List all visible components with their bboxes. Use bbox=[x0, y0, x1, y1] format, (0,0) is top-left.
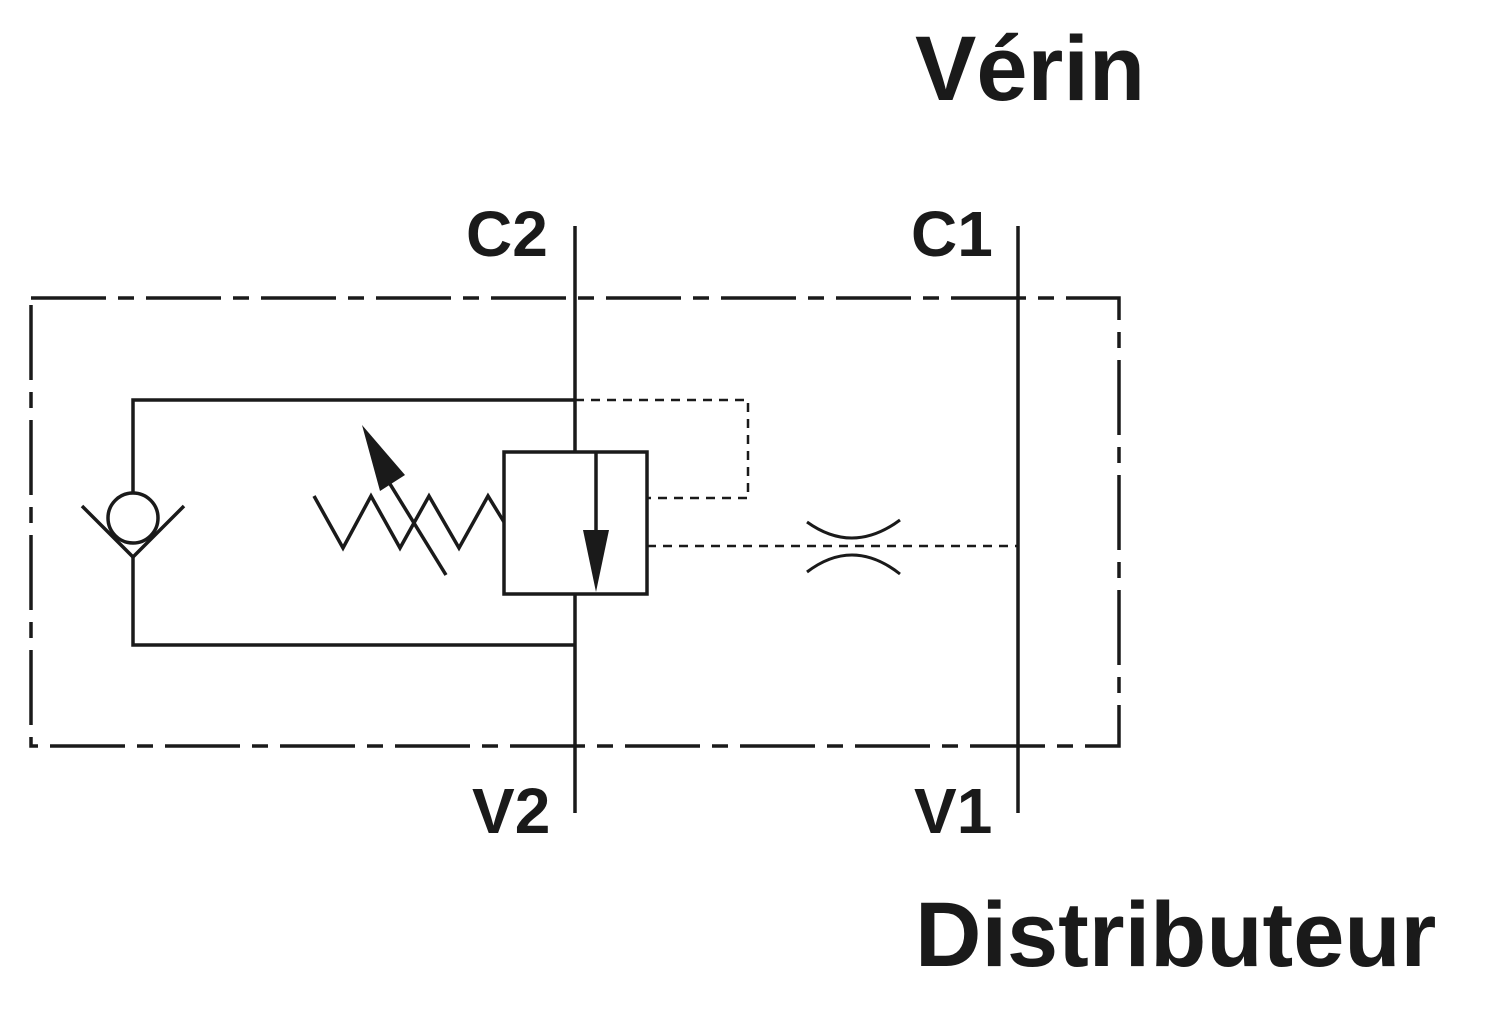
port-label-v1: V1 bbox=[914, 775, 992, 847]
label-distributeur: Distributeur bbox=[915, 884, 1436, 986]
bypass-line-top bbox=[131, 398, 575, 494]
port-label-v2: V2 bbox=[472, 775, 550, 847]
label-verin: Vérin bbox=[915, 18, 1145, 120]
check-valve-icon bbox=[80, 491, 186, 560]
port-label-c2: C2 bbox=[466, 198, 548, 270]
valve-body bbox=[502, 450, 649, 596]
adjustable-spring-icon bbox=[312, 425, 506, 576]
pilot-line-c2 bbox=[575, 398, 750, 500]
bypass-line-bottom bbox=[131, 556, 575, 647]
orifice-icon bbox=[806, 518, 901, 576]
port-label-c1: C1 bbox=[911, 198, 993, 270]
